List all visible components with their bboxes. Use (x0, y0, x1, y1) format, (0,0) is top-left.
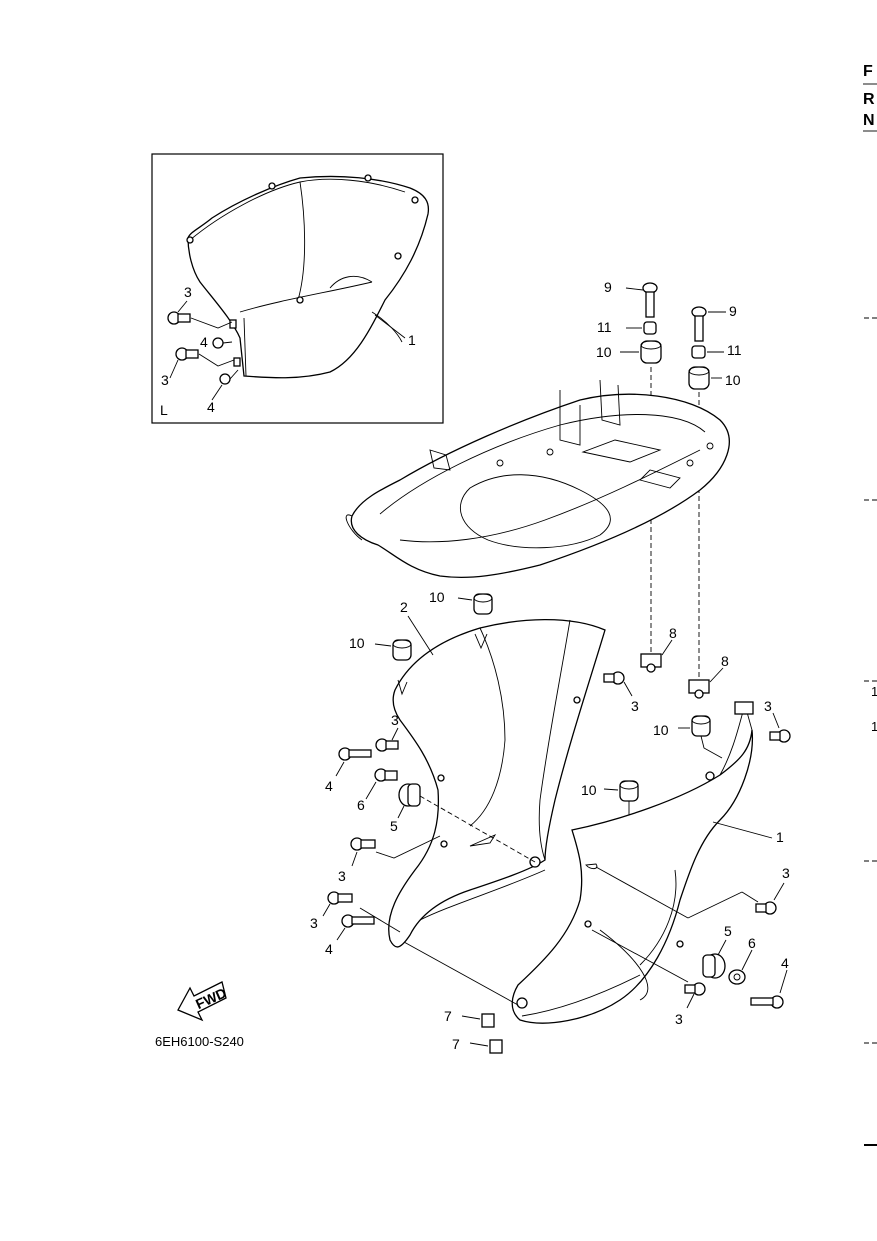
callout-4: 4 (325, 778, 333, 794)
bolt-4: 4 4 4 (325, 747, 789, 1009)
callout-4: 4 (200, 334, 208, 350)
callout-9: 9 (604, 279, 612, 295)
callout-3: 3 (631, 698, 639, 714)
bottom-cowling (345, 379, 730, 578)
callout-10: 10 (429, 589, 445, 605)
callout-3: 3 (161, 372, 169, 388)
callout-10: 10 (581, 782, 597, 798)
callout-3: 3 (338, 868, 346, 884)
fwd-label: FWD (193, 984, 229, 1012)
callout-3: 3 (310, 915, 318, 931)
callout-6: 6 (357, 797, 365, 813)
fwd-arrow-icon: FWD (177, 981, 229, 1022)
callout-10: 10 (596, 344, 612, 360)
callout-3: 3 (391, 712, 399, 728)
callout-3: 3 (782, 865, 790, 881)
callout-10: 10 (349, 635, 365, 651)
callout-8: 8 (669, 625, 677, 641)
callout-3: 3 (184, 284, 192, 300)
lower-cover-1: 1 (511, 701, 784, 1024)
edge-digit-b: 1 (871, 719, 877, 734)
edge-digit-a: 1 (871, 684, 877, 699)
callout-8: 8 (721, 653, 729, 669)
callout-4: 4 (781, 955, 789, 971)
callout-11: 11 (727, 342, 742, 358)
bolt-3: 3 3 3 3 3 3 3 (310, 671, 791, 1027)
callout-5: 5 (724, 923, 732, 939)
clip-8: 8 8 (640, 625, 729, 699)
nut-7: 7 7 (444, 1008, 503, 1054)
callout-11: 11 (597, 319, 612, 335)
callout-10: 10 (653, 722, 669, 738)
callout-6: 6 (748, 935, 756, 951)
grommet-5: 5 5 (390, 783, 732, 979)
mount-stack-right: 9 11 10 (688, 303, 742, 678)
grommet-10: 10 10 10 10 (349, 589, 723, 815)
callout-9: 9 (729, 303, 737, 319)
inset-left-cover-view: 3 4 3 4 1 L (151, 153, 444, 424)
edge-letter-f: F (863, 63, 873, 80)
collar-6: 6 6 (357, 768, 756, 985)
callout-7: 7 (444, 1008, 452, 1024)
callout-4: 4 (325, 941, 333, 957)
edge-letter-r: R (863, 91, 875, 108)
page-edge-markers: F R N 1 1 (863, 63, 877, 1146)
callout-7: 7 (452, 1036, 460, 1052)
callout-1: 1 (408, 332, 416, 348)
apron-cover-2: 2 (388, 599, 606, 948)
callout-3: 3 (675, 1011, 683, 1027)
callout-4: 4 (207, 399, 215, 415)
inset-bolt-icon (167, 311, 231, 385)
inset-label: L (160, 402, 168, 418)
diagram-code: 6EH6100-S240 (155, 1034, 244, 1049)
edge-letter-n: N (863, 112, 875, 129)
callout-2: 2 (400, 599, 408, 615)
callout-3: 3 (764, 698, 772, 714)
callout-1: 1 (776, 829, 784, 845)
callout-10: 10 (725, 372, 741, 388)
callout-5: 5 (390, 818, 398, 834)
